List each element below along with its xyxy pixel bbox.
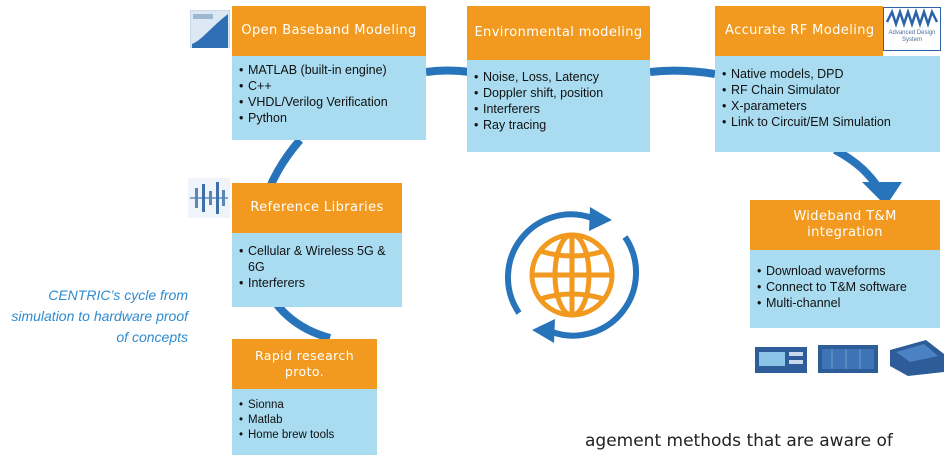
globe-icon <box>529 232 615 318</box>
list-item: Python <box>239 110 420 126</box>
box-title: Reference Libraries <box>232 183 402 233</box>
globe-cycle-icon <box>504 207 640 343</box>
box-reference-libraries: Reference Libraries Cellular & Wireless … <box>232 183 402 307</box>
box-accurate-rf-modeling: Accurate RF Modeling <box>715 6 883 56</box>
list-item: Native models, DPD <box>722 66 934 82</box>
list-item: Matlab <box>239 413 371 428</box>
list-item: Link to Circuit/EM Simulation <box>722 114 934 130</box>
list-item: Download waveforms <box>757 263 934 279</box>
box-open-baseband-modeling: Open Baseband Modeling MATLAB (built-in … <box>232 6 426 140</box>
box-rapid-research-proto: Rapid research proto. Sionna Matlab Home… <box>232 339 377 455</box>
box-title: Environmental modeling <box>467 6 650 60</box>
matlab-logo-icon <box>190 10 230 48</box>
cycle-arc-top-right <box>649 66 716 78</box>
box-wideband-tm-integration: Wideband T&M integration Download wavefo… <box>750 200 940 328</box>
list-item: Sionna <box>239 398 371 413</box>
list-item: X-parameters <box>722 98 934 114</box>
list-item: VHDL/Verilog Verification <box>239 94 420 110</box>
box-title: Wideband T&M integration <box>750 200 940 250</box>
list-item: Doppler shift, position <box>474 85 644 101</box>
list-item: Interferers <box>239 275 396 291</box>
list-item: Noise, Loss, Latency <box>474 69 644 85</box>
body-text-fragment: agement methods that are aware of <box>585 431 893 451</box>
instrument-icon <box>755 347 807 373</box>
box-body: Native models, DPD RF Chain Simulator X-… <box>715 56 940 152</box>
box-body: Noise, Loss, Latency Doppler shift, posi… <box>467 60 650 152</box>
list-item: Home brew tools <box>239 428 371 443</box>
box-body: Sionna Matlab Home brew tools <box>232 389 377 455</box>
instrument-icon <box>818 345 878 373</box>
list-item: Ray tracing <box>474 117 644 133</box>
cycle-arrowhead <box>862 182 902 206</box>
box-body: Download waveforms Connect to T&M softwa… <box>750 250 940 328</box>
box-title: Accurate RF Modeling <box>715 6 883 56</box>
box-title: Open Baseband Modeling <box>232 6 426 56</box>
box-environmental-modeling: Environmental modeling Noise, Loss, Late… <box>467 6 650 152</box>
box-body: MATLAB (built-in engine) C++ VHDL/Verilo… <box>232 56 426 140</box>
cycle-arc-top-left <box>425 66 471 76</box>
list-item: Multi-channel <box>757 295 934 311</box>
list-item: Cellular & Wireless 5G & 6G <box>239 243 396 275</box>
waveform-icon <box>188 178 230 218</box>
list-item: C++ <box>239 78 420 94</box>
box-body: Cellular & Wireless 5G & 6G Interferers <box>232 233 402 307</box>
list-item: Interferers <box>474 101 644 117</box>
instrument-icon <box>890 340 944 376</box>
ads-logo: Advanced Design System <box>883 7 941 51</box>
list-item: Connect to T&M software <box>757 279 934 295</box>
box-title: Rapid research proto. <box>232 339 377 389</box>
list-item: MATLAB (built-in engine) <box>239 62 420 78</box>
ads-logo-text: Advanced Design System <box>888 30 936 43</box>
diagram-caption: CENTRIC’s cycle from simulation to hardw… <box>11 287 188 345</box>
list-item: RF Chain Simulator <box>722 82 934 98</box>
instrument-photos <box>755 340 944 376</box>
ads-waveform-icon <box>884 8 940 30</box>
